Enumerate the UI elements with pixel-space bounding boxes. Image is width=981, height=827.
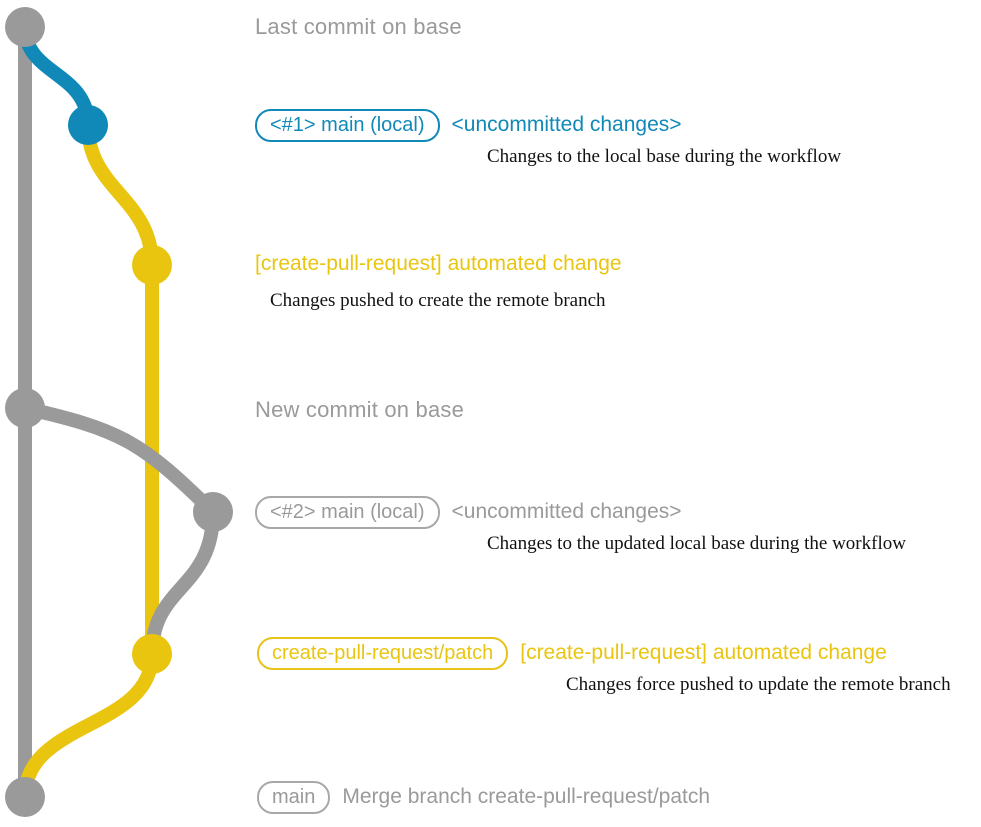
node-local-1[interactable]: [68, 105, 108, 145]
note-commit-2-local: Changes to the updated local base during…: [487, 533, 906, 554]
edge-basenew-to-local2: [18, 401, 220, 519]
node-local-2[interactable]: [193, 492, 233, 532]
note-commit-1-patch: Changes pushed to create the remote bran…: [270, 290, 606, 311]
edge-patch2-to-merge: [18, 647, 159, 804]
message-commit-1-local: <uncommitted changes>: [451, 113, 682, 136]
heading-new-commit-on-base: New commit on base: [255, 397, 465, 422]
message-commit-2-local: <uncommitted changes>: [451, 500, 682, 523]
badge-main-local-2[interactable]: <#2> main (local): [255, 496, 440, 529]
message-commit-2-patch: [create-pull-request] automated change: [520, 641, 887, 664]
heading-last-commit-on-base: Last commit on base: [255, 14, 462, 39]
badge-main-local-1[interactable]: <#1> main (local): [255, 109, 440, 142]
badge-create-pull-request-patch[interactable]: create-pull-request/patch: [257, 637, 509, 670]
message-merge-commit: Merge branch create-pull-request/patch: [342, 785, 711, 808]
badge-main[interactable]: main: [257, 781, 331, 814]
node-base-top[interactable]: [5, 7, 45, 47]
row-commit-1-local: <#1> main (local) <uncommitted changes>: [255, 109, 682, 142]
row-commit-2-patch: create-pull-request/patch [create-pull-r…: [257, 637, 887, 670]
message-commit-1-patch: [create-pull-request] automated change: [255, 252, 622, 275]
edge-local1-to-patch1: [81, 118, 159, 272]
row-commit-2-local: <#2> main (local) <uncommitted changes>: [255, 496, 682, 529]
node-merge[interactable]: [5, 777, 45, 817]
row-merge-commit: main Merge branch create-pull-request/pa…: [257, 781, 710, 814]
note-commit-1-local: Changes to the local base during the wor…: [487, 146, 842, 167]
node-patch-2[interactable]: [132, 634, 172, 674]
note-commit-2-patch: Changes force pushed to update the remot…: [566, 674, 951, 695]
node-patch-1[interactable]: [132, 245, 172, 285]
edge-local2-to-patch2: [145, 505, 220, 661]
row-commit-1-patch: [create-pull-request] automated change: [255, 252, 622, 276]
node-base-new[interactable]: [5, 388, 45, 428]
